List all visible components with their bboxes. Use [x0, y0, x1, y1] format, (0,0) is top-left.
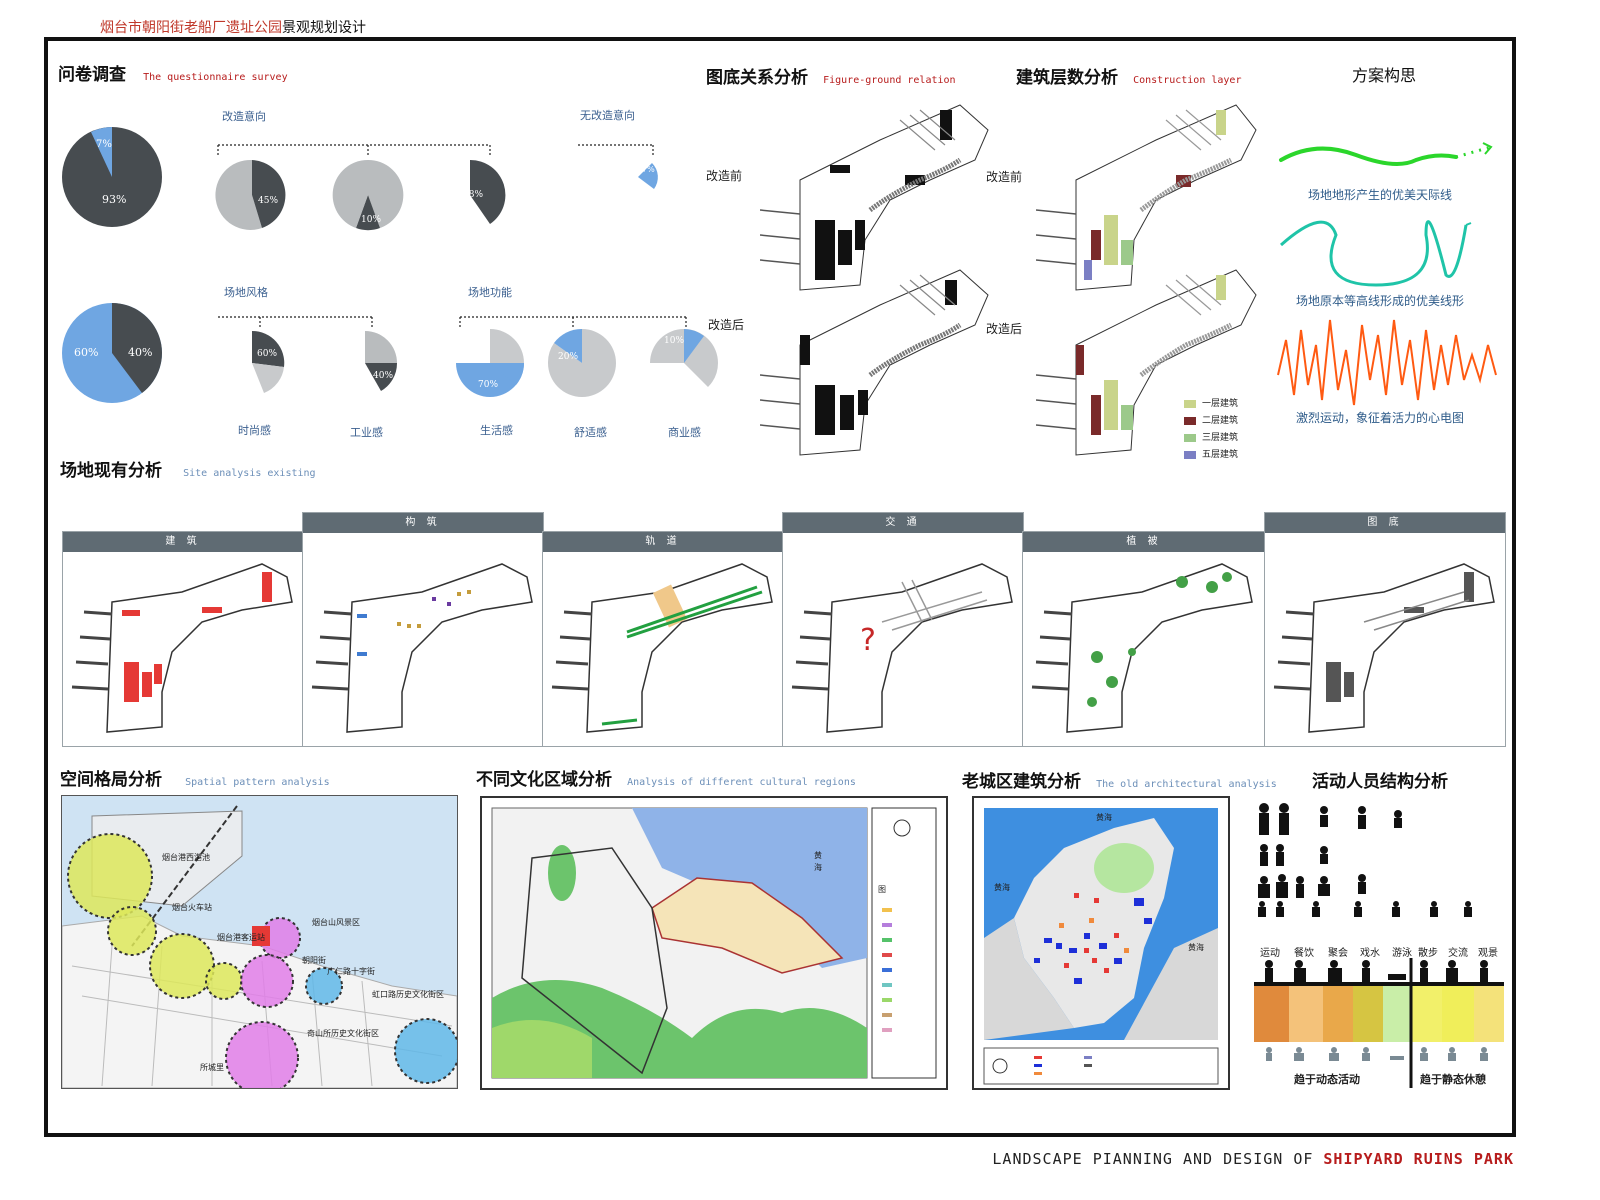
pie-f1-label: 70%	[478, 380, 499, 390]
culture-label-3: 图	[878, 885, 886, 894]
pie-s2-label: 40%	[373, 371, 394, 381]
oldcity-label-2: 黄海	[994, 883, 1010, 892]
pie-s1-label: 60%	[257, 349, 278, 359]
page-title: 烟台市朝阳街老船厂遗址公园景观规划设计	[100, 20, 366, 36]
people-icons	[1258, 803, 1472, 917]
group-function-label: 场地功能	[468, 286, 512, 299]
activity-static-label: 趋于静态休憩	[1420, 1073, 1486, 1086]
svg-text:?: ?	[860, 623, 876, 658]
site-map-vegetation	[1030, 562, 1254, 734]
oldcity-map-svg	[983, 808, 1219, 1085]
footer-title: LANDSCAPE PIANNING AND DESIGN OF SHIPYAR…	[992, 1150, 1514, 1168]
culture-label-1: 黄	[814, 851, 822, 860]
legend-1: 一层建筑	[1184, 396, 1238, 409]
pie-main-2-a: 60%	[74, 346, 99, 359]
legend-3: 三层建筑	[1184, 430, 1238, 443]
fg-before-label: 改造前	[706, 169, 743, 183]
culture-map-svg	[491, 807, 937, 1079]
culture-map: 黄 海 图	[480, 796, 948, 1090]
cl-map-before	[1036, 104, 1257, 291]
legend-4: 五层建筑	[1184, 447, 1238, 460]
spatial-label-8: 所城里	[200, 1063, 224, 1072]
fg-map-before	[760, 104, 989, 291]
legend-2: 二层建筑	[1184, 413, 1238, 426]
legend-swatch-1	[1184, 399, 1196, 408]
fg-after-label: 改造后	[708, 318, 745, 332]
pie-main-2-b: 40%	[128, 346, 153, 359]
pie-nr-label: 7%	[642, 165, 655, 174]
legend-swatch-4	[1184, 450, 1196, 459]
concept-line-1: 场地地形产生的优美天际线	[1308, 188, 1453, 202]
spatial-label-1: 烟台港西港池	[162, 853, 210, 862]
oldcity-label-1: 黄海	[1096, 813, 1112, 822]
spatial-label-7: 虹口路历史文化街区	[372, 990, 444, 999]
spatial-label-2: 烟台火车站	[172, 903, 212, 912]
activity-dynamic-label: 趋于动态活动	[1294, 1073, 1360, 1086]
spatial-label-4: 烟台港客运站	[217, 933, 265, 942]
function-label-1: 生活感	[480, 424, 513, 437]
figure-ground-maps	[760, 104, 989, 456]
concept-title: 方案构思	[1352, 66, 1417, 85]
spatial-label-3: 烟台山风景区	[312, 918, 360, 927]
concept-line-3: 激烈运动，象征着活力的心电图	[1296, 411, 1465, 425]
legend-swatch-2	[1184, 416, 1196, 425]
site-map-figure-ground	[1272, 562, 1496, 734]
function-label-2: 舒适感	[574, 426, 607, 439]
pie-main-1-a: 93%	[102, 193, 127, 206]
style-label-1: 时尚感	[238, 424, 271, 437]
spatial-label-6: 广仁路十字街	[327, 967, 375, 976]
culture-label-2: 海	[814, 863, 822, 872]
spatial-map: 烟台港西港池 烟台火车站 烟台山风景区 烟台港客运站 朝阳街 广仁路十字街 虹口…	[61, 795, 458, 1089]
spatial-map-svg	[62, 796, 457, 1088]
pie-f2-label: 20%	[558, 352, 579, 362]
group-style-label: 场地风格	[224, 286, 268, 299]
legend-swatch-3	[1184, 433, 1196, 442]
construction-heading: 建筑层数分析 Construction layer	[1016, 68, 1242, 88]
construction-legend: 一层建筑 二层建筑 三层建筑 五层建筑	[1184, 396, 1238, 460]
culture-heading: 不同文化区域分析 Analysis of different cultural …	[476, 770, 856, 790]
site-map-building	[70, 562, 294, 734]
concept-lines	[1277, 142, 1497, 406]
function-label-3: 商业感	[668, 426, 701, 439]
activity-bar-chart	[1254, 958, 1504, 1088]
group-no-renovate-label: 无改造意向	[580, 109, 635, 122]
construction-maps	[1036, 104, 1257, 456]
survey-pie-charts	[62, 127, 718, 403]
people-heading: 活动人员结构分析	[1312, 772, 1448, 792]
group-renovate-label: 改造意向	[222, 110, 266, 123]
oldcity-heading: 老城区建筑分析 The old architectural analysis	[962, 772, 1277, 792]
cl-before-label: 改造前	[986, 170, 1023, 184]
site-maps: ?	[70, 562, 1496, 734]
style-label-2: 工业感	[350, 426, 383, 439]
pie-r3-label: 38%	[463, 190, 484, 200]
survey-heading: 问卷调查 The questionnaire survey	[58, 65, 288, 85]
pie-f3-label: 10%	[664, 336, 685, 346]
fg-map-after	[760, 269, 989, 456]
pie-r2-label: 10%	[361, 215, 382, 225]
cl-after-label: 改造后	[986, 322, 1023, 336]
site-heading: 场地现有分析 Site analysis existing	[60, 461, 316, 481]
site-map-track	[550, 562, 774, 734]
site-map-structure	[310, 562, 534, 734]
pie-main-1	[62, 127, 162, 227]
figure-ground-heading: 图底关系分析 Figure-ground relation	[706, 68, 956, 88]
oldcity-map: 黄海 黄海 黄海	[972, 796, 1230, 1090]
pie-r1-label: 45%	[258, 196, 279, 206]
concept-line-2: 场地原本等高线形成的优美线形	[1296, 294, 1465, 308]
site-map-traffic: ?	[790, 562, 1014, 734]
spatial-label-5: 朝阳街	[302, 956, 326, 965]
pie-main-2	[62, 303, 162, 403]
spatial-label-9: 奇山所历史文化街区	[307, 1029, 379, 1038]
oldcity-label-3: 黄海	[1188, 943, 1204, 952]
spatial-heading: 空间格局分析 Spatial pattern analysis	[60, 770, 330, 790]
cl-map-after	[1036, 269, 1257, 456]
pie-main-1-b: 7%	[96, 139, 112, 150]
